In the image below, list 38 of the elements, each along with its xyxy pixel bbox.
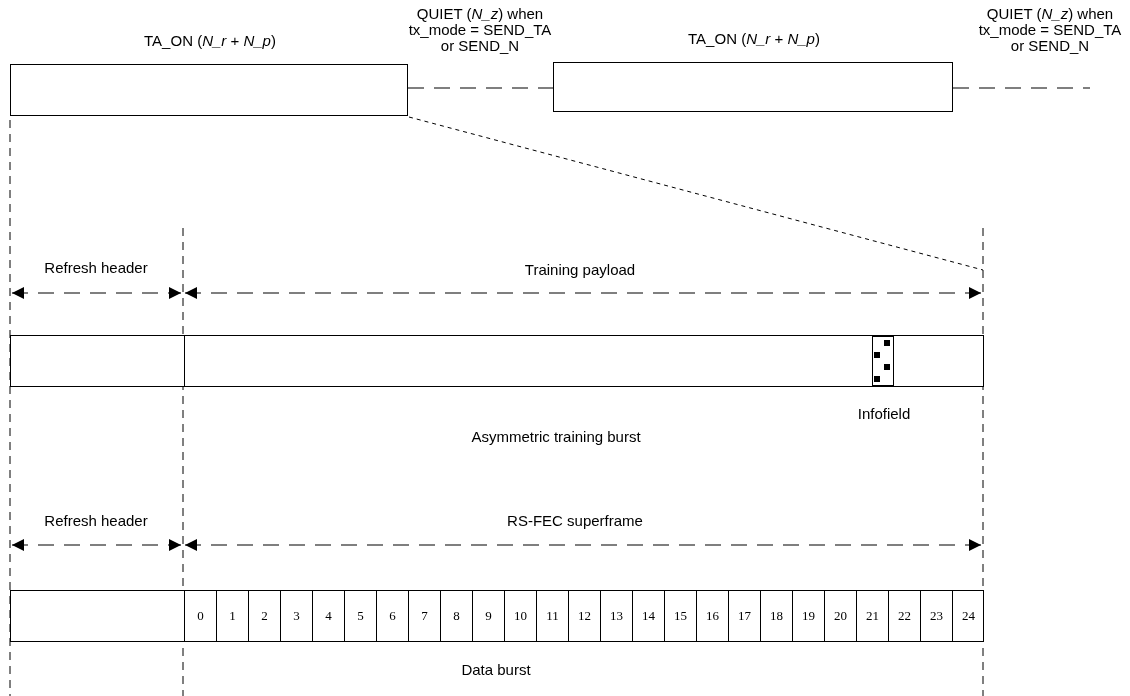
edge-label: QUIET (N_z) when tx_mode = SEND_TA or SEND_N <box>977 6 1123 54</box>
codeword-cell: 16 <box>696 591 728 641</box>
codeword-cell: 5 <box>344 591 376 641</box>
codeword-cell: 3 <box>280 591 312 641</box>
codeword-cell: 14 <box>632 591 664 641</box>
codeword-cell: 6 <box>376 591 408 641</box>
codeword-cell: 11 <box>536 591 568 641</box>
codeword-cell: 22 <box>888 591 920 641</box>
quiet-period-line <box>407 87 554 89</box>
codeword-cell: 1 <box>216 591 248 641</box>
codeword-cell: 23 <box>920 591 952 641</box>
dimension-label: Training payload <box>523 261 637 278</box>
codeword-cell: 13 <box>600 591 632 641</box>
quiet-period-line <box>952 87 1091 89</box>
codeword-cell: 20 <box>824 591 856 641</box>
dimension-label: RS-FEC superframe <box>506 512 644 529</box>
codeword-cell: 19 <box>792 591 824 641</box>
codeword-cell: 10 <box>504 591 536 641</box>
codeword-cell: 9 <box>472 591 504 641</box>
codeword-cell: 17 <box>728 591 760 641</box>
codeword-cell: 4 <box>312 591 344 641</box>
codeword-cell: 21 <box>856 591 888 641</box>
bar-caption: Data burst <box>460 661 532 678</box>
field-label: Infofield <box>856 405 912 422</box>
dimension-label: Refresh header <box>43 259 149 276</box>
codeword-cell: 15 <box>664 591 696 641</box>
codeword-cell: 18 <box>760 591 792 641</box>
codeword-cell: 8 <box>440 591 472 641</box>
codeword-cell: 24 <box>952 591 984 641</box>
bar-caption: Asymmetric training burst <box>470 428 642 445</box>
codeword-cell: 2 <box>248 591 280 641</box>
codeword-cell: 12 <box>568 591 600 641</box>
codeword-cell: 0 <box>184 591 216 641</box>
dimension-label: Refresh header <box>43 512 149 529</box>
codeword-cell: 7 <box>408 591 440 641</box>
edge-label: QUIET (N_z) when tx_mode = SEND_TA or SEND_N <box>407 6 553 54</box>
box-heading: TA_ON (N_r + N_p) <box>687 30 821 47</box>
box-heading: TA_ON (N_r + N_p) <box>143 32 277 49</box>
